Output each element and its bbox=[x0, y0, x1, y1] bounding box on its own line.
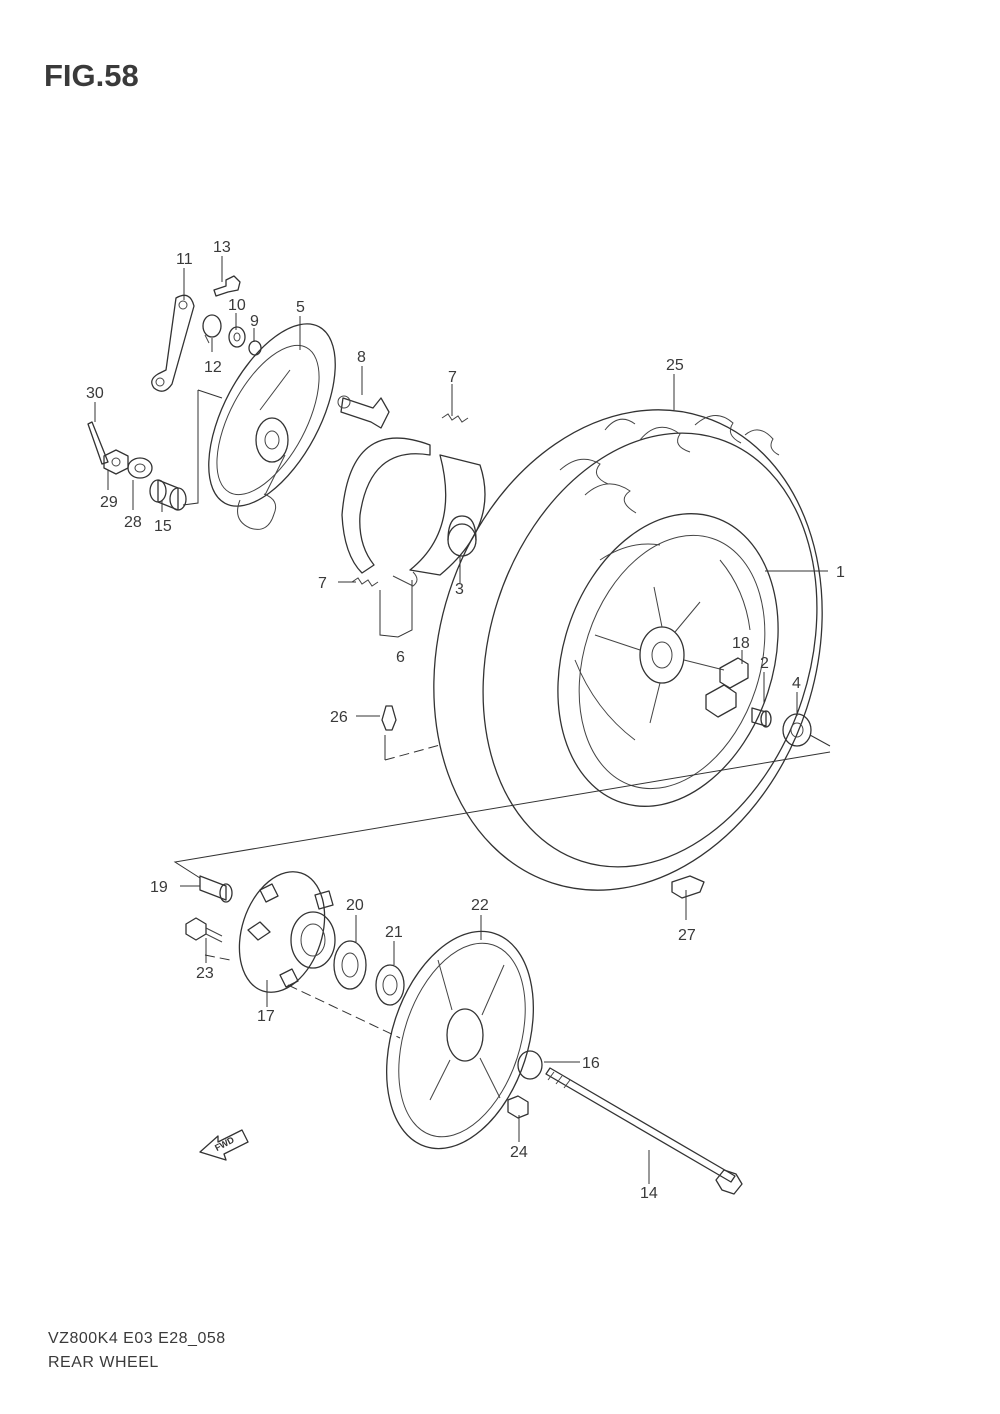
footer-model-code: VZ800K4 E03 E28_058 bbox=[48, 1330, 226, 1347]
spacer-part-2[interactable] bbox=[751, 707, 772, 728]
figure-title: FIG.58 bbox=[44, 58, 139, 93]
brake-cam-shaft-part-8[interactable] bbox=[337, 395, 390, 429]
callout-19: 19 bbox=[150, 879, 168, 896]
rear-tire-part-25[interactable] bbox=[373, 359, 882, 941]
callout-23: 23 bbox=[196, 965, 214, 982]
rear-sprocket-part-22[interactable] bbox=[361, 912, 560, 1167]
callout-18: 18 bbox=[732, 635, 750, 652]
sprocket-drum-part-17[interactable] bbox=[225, 861, 339, 1004]
brake-lever-part-11[interactable] bbox=[151, 294, 195, 392]
leader-lines bbox=[94, 256, 828, 1184]
callout-8: 8 bbox=[357, 349, 366, 366]
wheel-rim-part-1[interactable] bbox=[522, 485, 814, 835]
sprocket-bolt-part-23[interactable] bbox=[185, 917, 223, 943]
cotter-pin-part-30[interactable] bbox=[87, 421, 109, 465]
callout-21: 21 bbox=[385, 924, 403, 941]
brake-cam-part-3[interactable] bbox=[447, 515, 477, 557]
callout-9: 9 bbox=[250, 313, 259, 330]
callout-3: 3 bbox=[455, 581, 464, 598]
callout-27: 27 bbox=[678, 927, 696, 944]
callout-5: 5 bbox=[296, 299, 305, 316]
callout-25: 25 bbox=[666, 357, 684, 374]
brake-spring-upper-part-7[interactable] bbox=[441, 413, 469, 423]
callout-labels: 11 13 10 9 5 12 8 7 25 30 29 28 15 1 7 3… bbox=[86, 239, 845, 1202]
callout-13: 13 bbox=[213, 239, 231, 256]
callout-1: 1 bbox=[836, 564, 845, 581]
callout-7-upper: 7 bbox=[448, 369, 457, 386]
hub-stud-part-19[interactable] bbox=[199, 875, 233, 903]
callout-7-lower: 7 bbox=[318, 575, 327, 592]
callout-26: 26 bbox=[330, 709, 348, 726]
callout-24: 24 bbox=[510, 1144, 528, 1161]
brake-shoe-part-6[interactable] bbox=[341, 437, 486, 587]
sprocket-nut-part-16[interactable] bbox=[517, 1050, 543, 1080]
brake-panel-part-5[interactable] bbox=[183, 304, 362, 530]
callout-11: 11 bbox=[176, 251, 193, 268]
callout-28: 28 bbox=[124, 514, 142, 531]
callout-29: 29 bbox=[100, 494, 118, 511]
footer-section-name: REAR WHEEL bbox=[48, 1354, 159, 1371]
axle-nut-part-24[interactable] bbox=[507, 1095, 529, 1119]
washer-part-28[interactable] bbox=[127, 457, 153, 479]
hub-bearing-part-20[interactable] bbox=[333, 940, 367, 990]
valve-part-26[interactable] bbox=[381, 705, 397, 731]
callout-2: 2 bbox=[760, 655, 769, 672]
callout-12: 12 bbox=[204, 359, 222, 376]
callout-4: 4 bbox=[792, 675, 801, 692]
lever-bolt-part-13[interactable] bbox=[213, 275, 241, 297]
callout-6: 6 bbox=[396, 649, 405, 666]
oil-seal-part-21[interactable] bbox=[375, 964, 405, 1006]
balancer-weight-part-27[interactable] bbox=[671, 875, 705, 899]
callout-15: 15 bbox=[154, 518, 172, 535]
bearing-part-4[interactable] bbox=[782, 713, 812, 747]
callout-20: 20 bbox=[346, 897, 364, 914]
callout-14: 14 bbox=[640, 1185, 658, 1202]
rear-axle-part-14[interactable] bbox=[545, 1067, 743, 1195]
washer-part-10[interactable] bbox=[228, 326, 246, 348]
forward-direction-arrow: FWD bbox=[199, 1129, 249, 1161]
brake-spring-lower-part-7[interactable] bbox=[351, 577, 379, 587]
return-spring-part-12[interactable] bbox=[202, 314, 222, 344]
cush-rubber-part-18[interactable] bbox=[705, 657, 749, 718]
callout-30: 30 bbox=[86, 385, 104, 402]
seal-ring-part-9[interactable] bbox=[248, 340, 262, 356]
callout-16: 16 bbox=[582, 1055, 600, 1072]
callout-17: 17 bbox=[257, 1008, 275, 1025]
spacer-part-15[interactable] bbox=[149, 479, 187, 511]
callout-22: 22 bbox=[471, 897, 489, 914]
callout-10: 10 bbox=[228, 297, 246, 314]
